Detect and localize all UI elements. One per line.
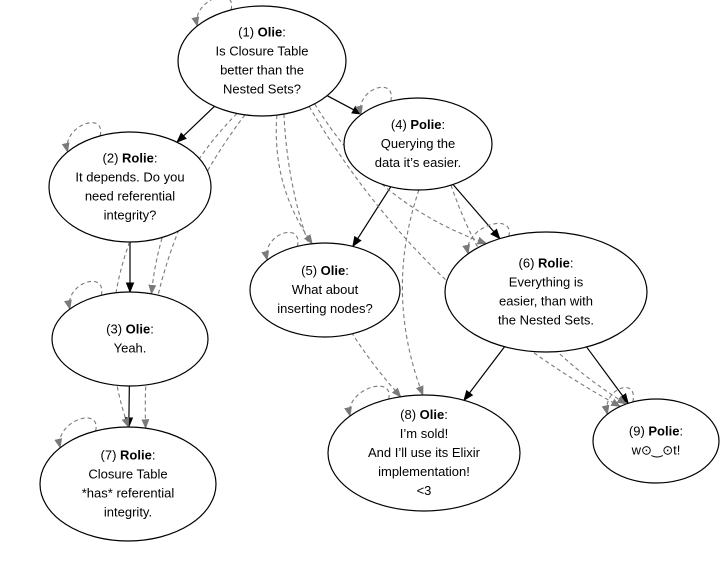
node-n7-line: Closure Table — [88, 467, 167, 482]
node-n5-title: (5) Olie: — [301, 263, 349, 278]
node-number: (5) — [301, 263, 321, 278]
edge-n8-to-n8 — [344, 385, 390, 417]
node-n7-line: *has* referential — [82, 486, 175, 501]
node-n7-line: integrity. — [104, 505, 152, 520]
edge-n1-to-n9 — [308, 106, 622, 407]
node-n3-title: (3) Olie: — [106, 322, 154, 337]
node-n2-title: (2) Rolie: — [103, 151, 158, 166]
node-n5-shape — [249, 242, 401, 338]
node-n2-shape — [48, 131, 212, 243]
node-n8-line: I’m sold! — [400, 426, 448, 441]
node-n8[interactable]: (8) Olie: I’m sold! And I’ll use its Elixi… — [327, 394, 521, 512]
edge-n6-to-n8 — [463, 346, 506, 402]
speaker-name: Polie — [648, 424, 679, 439]
node-number: (8) — [400, 407, 420, 422]
node-number: (2) — [103, 151, 123, 166]
edge-n1-to-n4 — [326, 95, 363, 115]
node-number: (3) — [106, 322, 126, 337]
edge-n3-to-n3 — [64, 280, 103, 311]
node-n4[interactable]: (4) Polie: Querying the data it’s easier. — [343, 97, 493, 191]
node-n1[interactable]: (1) Olie: Is Closure Table better than the… — [177, 5, 347, 117]
edge-n4-to-n8 — [401, 189, 424, 396]
node-n4-line: data it’s easier. — [375, 155, 461, 170]
node-n4-title: (4) Polie: — [391, 117, 445, 132]
edge-n1-to-n6 — [314, 103, 488, 245]
speaker-name: Olie — [126, 322, 151, 337]
node-n4-shape — [343, 97, 493, 191]
speaker-name: Rolie — [538, 256, 570, 271]
node-n4-line: Querying the — [381, 136, 455, 151]
node-n1-title: (1) Olie: — [238, 25, 286, 40]
speaker-colon: : — [679, 424, 683, 439]
node-n6-shape — [444, 231, 648, 353]
node-n9-title: (9) Polie: — [629, 424, 683, 439]
node-n6-title: (6) Rolie: — [519, 256, 574, 271]
node-n5-line: What about — [292, 282, 359, 297]
speaker-name: Olie — [321, 263, 346, 278]
node-n7-shape — [39, 426, 217, 542]
speaker-colon: : — [282, 25, 286, 40]
node-number: (6) — [519, 256, 539, 271]
node-n8-line: <3 — [417, 483, 432, 498]
node-n7-title: (7) Rolie: — [101, 448, 156, 463]
speaker-colon: : — [150, 322, 154, 337]
edge-n4-to-n6 — [452, 184, 501, 240]
node-n3[interactable]: (3) Olie:Yeah. — [51, 291, 209, 387]
node-n2[interactable]: (2) Rolie: It depends. Do you need referen… — [48, 131, 212, 243]
speaker-name: Olie — [258, 25, 283, 40]
node-n5[interactable]: (5) Olie: What about inserting nodes? — [249, 242, 401, 338]
node-n2-line: It depends. Do you — [75, 170, 184, 185]
node-n8-line: And I’ll use its Elixir — [368, 445, 481, 460]
node-n6[interactable]: (6) Rolie: Everything is easier, than with… — [444, 231, 648, 353]
node-n6-line: easier, than with — [499, 294, 593, 309]
node-n8-line: implementation! — [378, 464, 470, 479]
edge-n9-to-n9 — [601, 387, 634, 416]
nodes-layer: (1) Olie: Is Closure Table better than the… — [39, 5, 720, 542]
edge-n4-to-n4 — [355, 86, 392, 116]
node-number: (7) — [101, 448, 121, 463]
edge-n6-to-n6 — [462, 222, 510, 255]
node-n8-shape — [327, 394, 521, 512]
speaker-colon: : — [154, 151, 158, 166]
speaker-colon: : — [570, 256, 574, 271]
node-n9-line: w⊙‿⊙t! — [631, 443, 681, 458]
speaker-colon: : — [152, 448, 156, 463]
speaker-colon: : — [345, 263, 349, 278]
speaker-name: Olie — [420, 407, 445, 422]
node-number: (4) — [391, 117, 411, 132]
node-n1-line: better than the — [220, 63, 304, 78]
edge-n5-to-n5 — [261, 231, 299, 262]
node-n1-shape — [177, 5, 347, 117]
node-n1-line: Is Closure Table — [216, 44, 309, 59]
node-n7[interactable]: (7) Rolie: Closure Table *has* referential… — [39, 426, 217, 542]
node-n2-line: need referential — [85, 189, 175, 204]
node-n8-title: (8) Olie: — [400, 407, 448, 422]
edge-n4-to-n5 — [352, 186, 392, 248]
node-number: (1) — [238, 25, 258, 40]
edge-n3-to-n7 — [124, 385, 134, 429]
node-n2-line: integrity? — [104, 208, 157, 223]
node-n3-line: Yeah. — [114, 341, 147, 356]
edge-n1-to-n5 — [275, 115, 313, 245]
node-n1-line: Nested Sets? — [223, 82, 301, 97]
speaker-name: Polie — [410, 117, 441, 132]
node-n9[interactable]: (9) Polie: w⊙‿⊙t! — [592, 398, 720, 484]
speaker-colon: : — [441, 117, 445, 132]
speaker-colon: : — [444, 407, 448, 422]
node-n6-line: the Nested Sets. — [498, 313, 594, 328]
node-n5-line: inserting nodes? — [277, 301, 372, 316]
edge-n1-to-n2 — [176, 105, 215, 143]
edge-n6-to-n9 — [586, 346, 629, 405]
node-n9-shape — [592, 398, 720, 484]
node-n3-shape — [51, 291, 209, 387]
node-number: (9) — [629, 424, 649, 439]
speaker-name: Rolie — [120, 448, 152, 463]
speaker-name: Rolie — [122, 151, 154, 166]
node-n6-line: Everything is — [509, 275, 584, 290]
